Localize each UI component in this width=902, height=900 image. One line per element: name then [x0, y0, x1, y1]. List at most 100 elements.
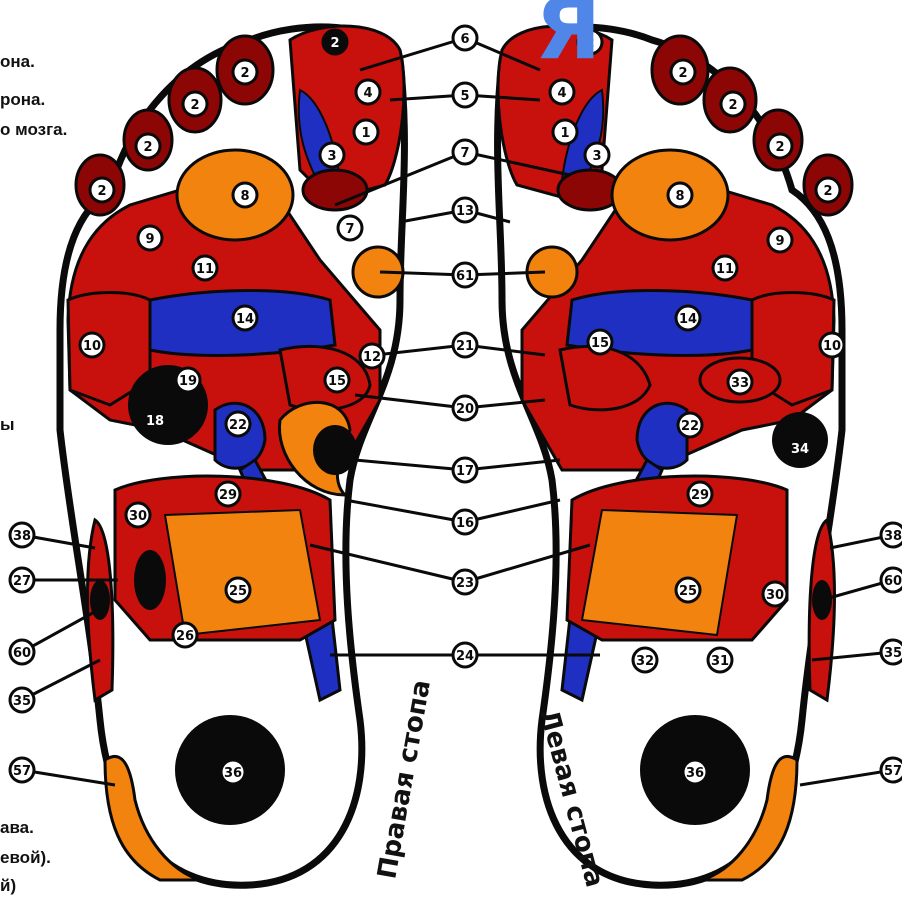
left-zone-badge-21-text: 31: [711, 654, 729, 669]
right-zone-badge-14-text: 12: [363, 350, 381, 365]
right-zone-badge-19-text: 30: [129, 509, 147, 524]
right-zone-badge-1-text: 2: [240, 66, 249, 81]
left-zone-badge-21: 31: [708, 648, 732, 672]
left-text-3: о мозга.: [0, 120, 67, 140]
left-zone-badge-22: 36: [683, 760, 707, 784]
edge-right-badge-3-text: 57: [884, 764, 902, 779]
left-zone-badge-12-text: 10: [823, 339, 841, 354]
left-zone-badge-17-text: 29: [691, 488, 709, 503]
right-zone-badge-8: 8: [233, 183, 257, 207]
center-badge-8: 16: [453, 510, 477, 534]
left-zone-badge-7: 3: [585, 143, 609, 167]
left-zone-badge-14-text: 33: [731, 376, 749, 391]
edge-left-badge-3-text: 35: [13, 694, 31, 709]
left-zone-badge-8: 8: [668, 183, 692, 207]
right-zone-badge-17: 18: [143, 408, 167, 432]
right-zone-badge-23-text: 36: [224, 766, 242, 781]
left-zone-badge-14: 33: [728, 370, 752, 394]
connector-right-7: [355, 460, 465, 470]
right-foot-label: Правая стопа: [372, 678, 437, 882]
right-zone-badge-0: 2: [323, 30, 347, 54]
left-zone-badge-1: 2: [671, 60, 695, 84]
brand-letter: Я: [535, 0, 601, 72]
left-zone-badge-5: 4: [550, 80, 574, 104]
left-zone-badge-19: 30: [763, 582, 787, 606]
right-zone-badge-15: 15: [325, 368, 349, 392]
right-zone-badge-12-text: 14: [236, 312, 254, 327]
right-zone-badge-16-text: 19: [179, 374, 197, 389]
left-zone-badge-7-text: 3: [592, 149, 601, 164]
left-zone-badge-16-text: 34: [791, 442, 809, 457]
left-zone-badge-18: 25: [676, 578, 700, 602]
left-orange-25: [582, 510, 737, 635]
right-zone-badge-10-text: 9: [145, 232, 154, 247]
left-zone-badge-15-text: 22: [681, 419, 699, 434]
right-zone-badge-5-text: 4: [363, 86, 372, 101]
right-zone-badge-10: 9: [138, 226, 162, 250]
right-zone-badge-6-text: 1: [361, 126, 370, 141]
center-badge-1: 5: [453, 83, 477, 107]
left-zone-badge-15: 22: [678, 413, 702, 437]
right-zone-badge-6: 1: [354, 120, 378, 144]
center-badge-8-text: 16: [456, 516, 474, 531]
center-badge-2: 7: [453, 140, 477, 164]
left-zone-badge-11: 14: [676, 306, 700, 330]
edge-left-badge-3: 35: [10, 688, 34, 712]
center-badge-0-text: 6: [460, 32, 469, 47]
left-zone-badge-18-text: 25: [679, 584, 697, 599]
left-zone-badge-20-text: 32: [636, 654, 654, 669]
right-zone-badge-1: 2: [233, 60, 257, 84]
center-badge-3: 13: [453, 198, 477, 222]
right-zone-badge-18: 22: [226, 412, 250, 436]
left-zone-badge-19-text: 30: [766, 588, 784, 603]
left-zone-badge-1-text: 2: [678, 66, 687, 81]
right-zone-badge-23: 36: [221, 760, 245, 784]
left-blue-22: [637, 403, 687, 468]
right-zone-badge-2: 2: [183, 92, 207, 116]
left-zone-badge-6: 1: [553, 120, 577, 144]
center-badge-4-text: 61: [456, 269, 474, 284]
left-zone-badge-13-text: 15: [591, 336, 609, 351]
right-zone-badge-16: 19: [176, 368, 200, 392]
right-zone-badge-13-text: 10: [83, 339, 101, 354]
left-zone-badge-2-text: 2: [728, 98, 737, 113]
right-zone-badge-20: 29: [216, 482, 240, 506]
right-zone-badge-0-text: 2: [330, 36, 339, 51]
connector-right-8: [345, 500, 465, 522]
left-zone-badge-3: 2: [768, 134, 792, 158]
left-text-1: она.: [0, 52, 35, 72]
left-zone-badge-9-text: 9: [775, 234, 784, 249]
center-badge-7: 17: [453, 458, 477, 482]
edge-left-badge-2: 60: [10, 640, 34, 664]
edge-left-badge-2-text: 60: [13, 646, 31, 661]
right-black-crescent: [313, 425, 357, 475]
left-zone-badge-9: 9: [768, 228, 792, 252]
left-zone-badge-17: 29: [688, 482, 712, 506]
left-zone-badge-6-text: 1: [560, 126, 569, 141]
left-zone-badge-10-text: 11: [716, 262, 734, 277]
edge-left-badge-4: 57: [10, 758, 34, 782]
edge-left-badge-0: 38: [10, 523, 34, 547]
right-zone-badge-21-text: 25: [229, 584, 247, 599]
right-zone-badge-17-text: 18: [146, 414, 164, 429]
right-zone-badge-12: 14: [233, 306, 257, 330]
connector-left-8: [465, 500, 560, 522]
left-zone-badge-13: 15: [588, 330, 612, 354]
center-badge-3-text: 13: [456, 204, 474, 219]
edge-left-badge-1-text: 27: [13, 574, 31, 589]
right-zone-badge-2-text: 2: [190, 98, 199, 113]
right-zone-badge-11-text: 11: [196, 262, 214, 277]
right-zone-badge-13: 10: [80, 333, 104, 357]
left-zone-badge-22-text: 36: [686, 766, 704, 781]
right-foot: [60, 26, 404, 885]
left-zone-badge-4: 2: [816, 178, 840, 202]
right-zone-badge-22-text: 26: [176, 629, 194, 644]
right-zone-badge-5: 4: [356, 80, 380, 104]
center-badge-5-text: 21: [456, 339, 474, 354]
left-text-6: евой).: [0, 848, 51, 868]
left-text-2: рона.: [0, 90, 45, 110]
left-zone-badge-12: 10: [820, 333, 844, 357]
right-zone-badge-11: 11: [193, 256, 217, 280]
center-badge-0: 6: [453, 26, 477, 50]
